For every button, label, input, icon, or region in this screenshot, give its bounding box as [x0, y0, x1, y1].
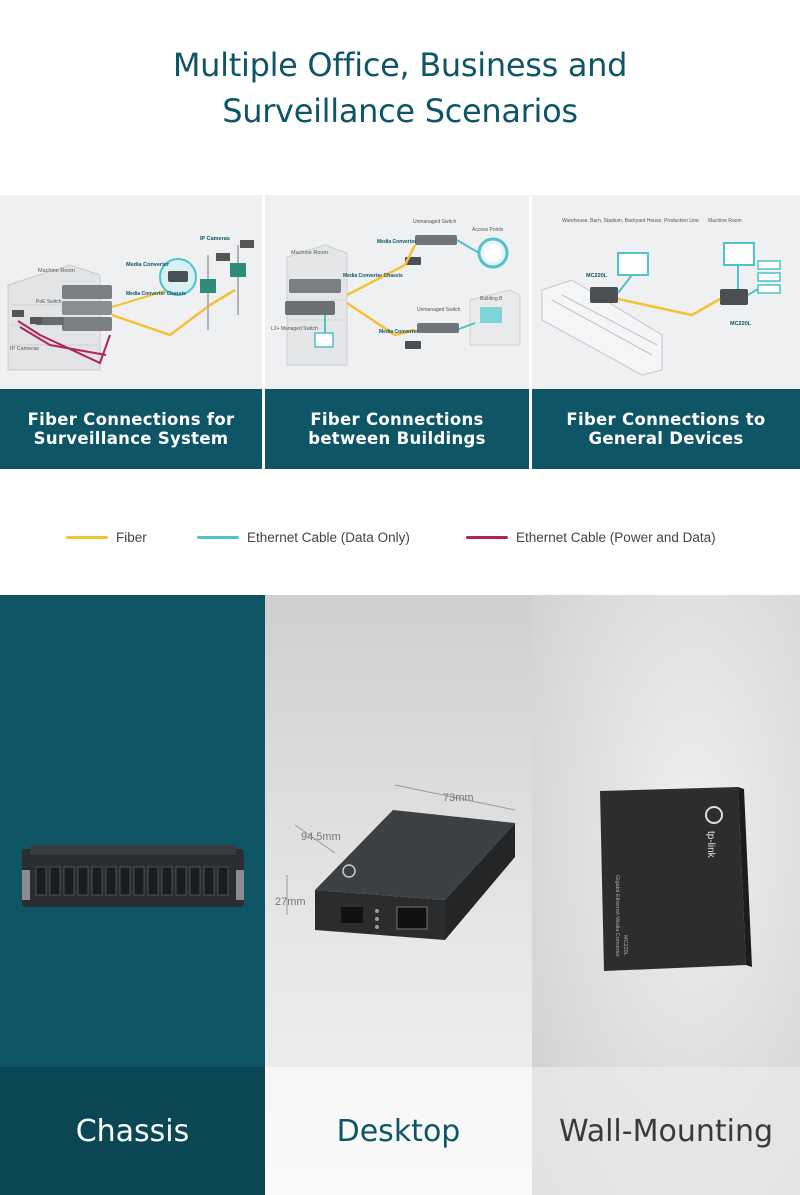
- mount-label-wall: Wall-Mounting: [532, 1067, 800, 1195]
- legend-label-ethernet-data: Ethernet Cable (Data Only): [247, 529, 410, 545]
- s3-label-machine-room: Machine Room: [708, 218, 742, 224]
- page-headline: Multiple Office, Business and Surveillan…: [0, 42, 800, 134]
- dimension-height: 27mm: [275, 896, 306, 908]
- legend-swatch-ethernet-power: [466, 535, 508, 539]
- mount-wall: tp-link Gigabit Ethernet Media Converter…: [532, 595, 800, 1195]
- scenarios-row: Machine Room IP Cameras Media Converter …: [0, 195, 800, 469]
- legend-item-ethernet-power: Ethernet Cable (Power and Data): [466, 525, 716, 549]
- caption-buildings: Fiber Connections between Buildings: [265, 389, 529, 469]
- wall-device-desc: Gigabit Ethernet Media Converter: [614, 875, 620, 957]
- scenario-surveillance: Machine Room IP Cameras Media Converter …: [0, 195, 262, 469]
- desktop-image: 73mm 94.5mm 27mm: [275, 784, 516, 940]
- legend-label-ethernet-power: Ethernet Cable (Power and Data): [516, 529, 716, 545]
- legend-swatch-ethernet-data: [197, 535, 239, 539]
- s1-label-poe-switch: PoE Switch: [36, 299, 62, 305]
- mount-chassis: Chassis: [0, 595, 265, 1195]
- caption-general-devices: Fiber Connections to General Devices: [532, 389, 800, 469]
- surveillance-illustration: Machine Room IP Cameras Media Converter …: [0, 195, 262, 389]
- general-illustration: Warehouse, Barn, Stadium, Backyard House…: [532, 195, 800, 389]
- legend-item-ethernet-data: Ethernet Cable (Data Only): [197, 525, 410, 549]
- dimension-width: 94.5mm: [301, 831, 341, 843]
- desktop-label: Desktop: [336, 1113, 461, 1149]
- legend-label-fiber: Fiber: [116, 529, 147, 545]
- mount-desktop: 73mm 94.5mm 27mm Desktop: [265, 595, 532, 1195]
- legend-item-fiber: Fiber: [66, 525, 147, 549]
- s2-label-building-b: Building B: [480, 296, 503, 302]
- headline-line-2: Surveillance Scenarios: [222, 92, 578, 130]
- caption-general-text: Fiber Connections to General Devices: [566, 410, 766, 448]
- s2-label-mc-top: Media Converter: [377, 239, 416, 245]
- wall-device-model: MC220L: [622, 935, 628, 956]
- scenario-general-devices: Warehouse, Barn, Stadium, Backyard House…: [532, 195, 800, 469]
- s2-label-unmanaged-switch-top: Unmanaged Switch: [413, 219, 457, 225]
- dimension-length: 73mm: [443, 792, 474, 804]
- buildings-diagram: Machine Room Unmanaged Switch Access Poi…: [271, 219, 521, 366]
- s1-label-ip-cameras-top: IP Cameras: [200, 236, 230, 242]
- chassis-label: Chassis: [75, 1113, 190, 1149]
- s3-label-mc220l-left: MC220L: [586, 273, 608, 279]
- legend-swatch-fiber: [66, 535, 108, 539]
- buildings-illustration: Machine Room Unmanaged Switch Access Poi…: [265, 195, 529, 389]
- wall-device-brand: tp-link: [705, 831, 716, 859]
- s3-label-mc220l-right: MC220L: [730, 321, 752, 327]
- s2-label-machine-room: Machine Room: [291, 250, 328, 256]
- chassis-image: [22, 845, 244, 907]
- caption-surveillance-text: Fiber Connections for Surveillance Syste…: [27, 410, 235, 448]
- s2-label-unmanaged-switch-mid: Unmanaged Switch: [417, 307, 461, 313]
- s2-label-l2-switch: L2+ Managed Switch: [271, 326, 318, 332]
- caption-buildings-text: Fiber Connections between Buildings: [308, 410, 486, 448]
- mounting-options: Chassis 73mm 94.5mm 27mm Desktop: [0, 595, 800, 1195]
- caption-surveillance: Fiber Connections for Surveillance Syste…: [0, 389, 262, 469]
- scenario-buildings: Machine Room Unmanaged Switch Access Poi…: [265, 195, 529, 469]
- s2-label-access-points: Access Points: [472, 227, 504, 233]
- s2-label-mc-chassis: Media Converter Chassis: [343, 273, 403, 279]
- s3-label-warehouse: Warehouse, Barn, Stadium, Backyard House…: [562, 218, 699, 224]
- headline-line-1: Multiple Office, Business and: [172, 46, 628, 84]
- s1-label-ip-cameras-left: IP Cameras: [10, 346, 39, 352]
- tp-link-logo-icon: [705, 806, 723, 824]
- mount-label-chassis: Chassis: [0, 1067, 265, 1195]
- s1-label-media-converter: Media Converter: [126, 262, 170, 268]
- s2-label-mc-bottom: Media Converter: [379, 329, 418, 335]
- wall-image: tp-link Gigabit Ethernet Media Converter…: [600, 787, 752, 971]
- cable-legend: Fiber Ethernet Cable (Data Only) Etherne…: [0, 525, 800, 549]
- wall-mounting-label: Wall-Mounting: [558, 1113, 774, 1149]
- mount-label-desktop: Desktop: [265, 1067, 532, 1195]
- s1-label-machine-room: Machine Room: [38, 268, 75, 274]
- s1-label-mc-chassis: Media Converter Chassis: [126, 291, 186, 297]
- general-diagram: Warehouse, Barn, Stadium, Backyard House…: [541, 218, 781, 376]
- surveillance-diagram: Machine Room IP Cameras Media Converter …: [7, 236, 254, 371]
